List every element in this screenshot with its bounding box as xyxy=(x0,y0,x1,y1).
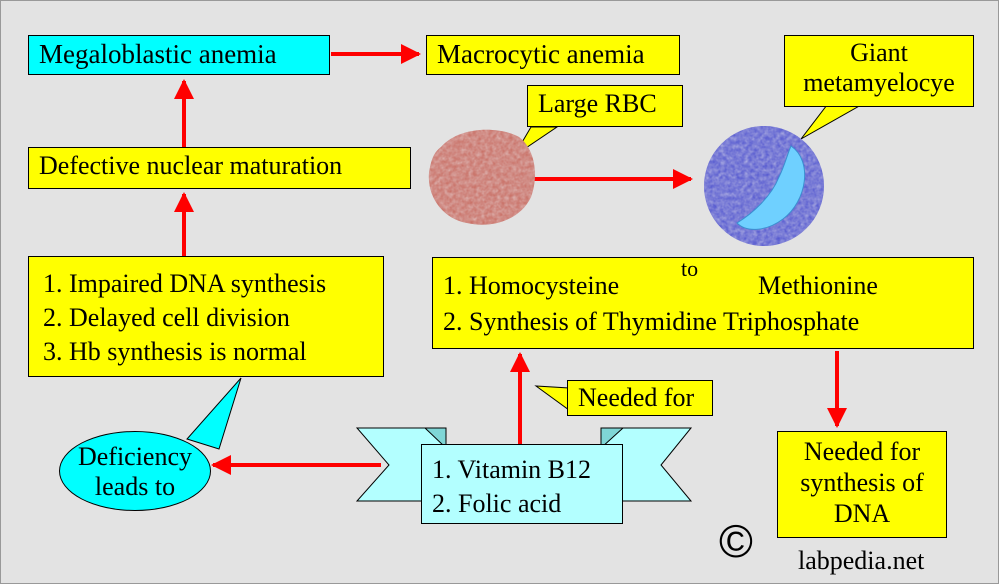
homocysteine-label: 1. Homocysteine xyxy=(443,271,620,300)
vitamin-item: 1. Vitamin B12 xyxy=(432,455,592,484)
ribbon-fold-left xyxy=(423,427,447,450)
needed-for-callout: Needed for xyxy=(567,380,713,416)
large-rbc-callout: Large RBC xyxy=(527,85,683,127)
dna-synthesis-box: Needed for synthesis of DNA xyxy=(777,431,947,538)
deficiency-line1: Deficiency xyxy=(77,442,193,471)
giant-label-line1: Giant xyxy=(850,38,908,67)
thymidine-synthesis-label: 2. Synthesis of Thymidine Triphosphate xyxy=(443,307,860,336)
deficiency-line2: leads to xyxy=(94,471,176,501)
large-rbc-label: Large RBC xyxy=(538,89,657,118)
needed-for-label: Needed for xyxy=(578,383,695,412)
macrocytic-anemia-label: Macrocytic anemia xyxy=(437,39,645,69)
vitamin-item: 2. Folic acid xyxy=(432,488,562,518)
giant-metamyelocyte-image xyxy=(704,126,824,246)
giant-callout-pointer xyxy=(800,104,863,140)
dna-line1: Needed for xyxy=(803,437,921,466)
site-credit: labpedia.net xyxy=(798,546,925,575)
effect-item: 1. Impaired DNA synthesis xyxy=(43,269,327,298)
dna-line2: synthesis of xyxy=(800,468,924,498)
effect-item: 3. Hb synthesis is normal xyxy=(43,336,307,366)
effects-box: 1. Impaired DNA synthesis 2. Delayed cel… xyxy=(28,256,384,377)
methionine-label: Methionine xyxy=(758,271,878,300)
needed-for-callout-pointer xyxy=(534,385,570,411)
to-label: to xyxy=(681,256,699,281)
giant-label-line2: metamyelocye xyxy=(803,67,955,97)
functions-box: 1. Homocysteine to Methionine 2. Synthes… xyxy=(432,256,974,349)
deficiency-callout: Deficiency leads to xyxy=(59,431,211,511)
megaloblastic-anemia-label: Megaloblastic anemia xyxy=(39,39,277,69)
giant-metamyelocyte-callout: Giant metamyelocye xyxy=(784,35,974,107)
megaloblastic-anemia-box: Megaloblastic anemia xyxy=(28,35,330,75)
effect-item: 2. Delayed cell division xyxy=(43,302,290,332)
ribbon-fold-right xyxy=(600,427,625,450)
copyright-icon: © xyxy=(719,515,753,567)
defective-maturation-label: Defective nuclear maturation xyxy=(39,151,343,180)
dna-line3: DNA xyxy=(833,499,891,529)
deficiency-callout-pointer xyxy=(186,377,242,450)
defective-maturation-box: Defective nuclear maturation xyxy=(28,147,411,189)
macrocytic-anemia-box: Macrocytic anemia xyxy=(426,35,680,75)
large-rbc-image xyxy=(428,129,535,225)
vitamins-box: 1. Vitamin B12 2. Folic acid xyxy=(421,444,623,524)
